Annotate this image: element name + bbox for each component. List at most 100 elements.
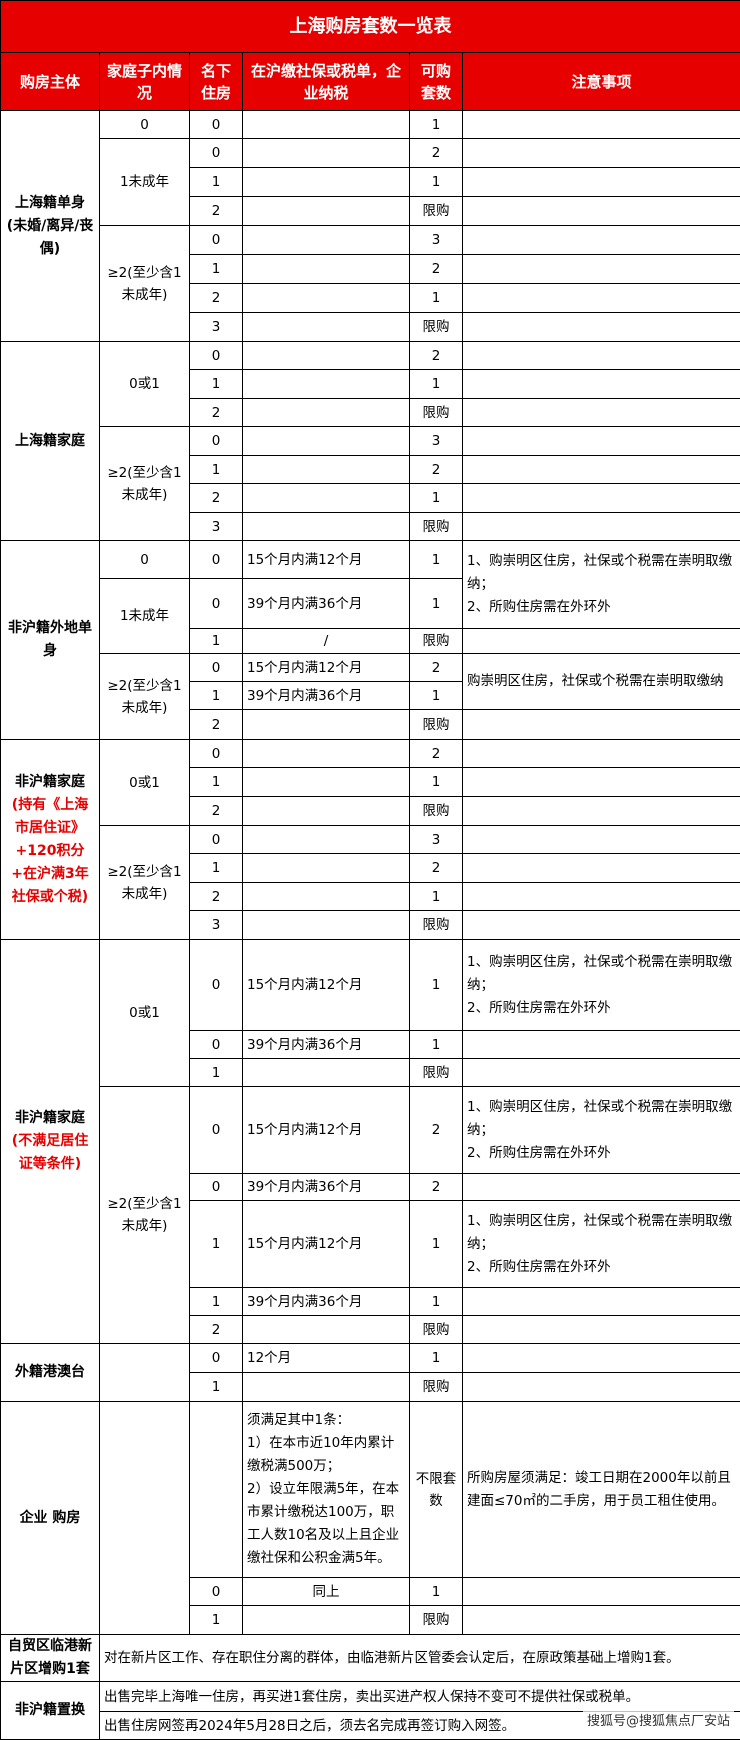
tax-cell (242, 254, 410, 284)
note-cell (462, 283, 740, 313)
quota-cell: 1 (409, 882, 463, 911)
note-cell (462, 369, 740, 399)
note-cell (462, 739, 740, 768)
kids-cell (99, 1343, 190, 1402)
note-cell (462, 1315, 740, 1344)
note-cell (462, 1577, 740, 1606)
note-cell (462, 138, 740, 168)
tax-cell: 39个月内满36个月 (242, 578, 410, 629)
owned-cell: 0 (189, 426, 243, 456)
tax-cell: 39个月内满36个月 (242, 1287, 410, 1316)
quota-cell: 限购 (409, 628, 463, 654)
quota-cell: 限购 (409, 1315, 463, 1344)
owned-cell: 2 (189, 882, 243, 911)
quota-cell: 2 (409, 455, 463, 484)
owned-cell: 3 (189, 910, 243, 940)
quota-cell: 限购 (409, 196, 463, 226)
kids-cell: 0或1 (99, 939, 190, 1087)
tax-cell (242, 312, 410, 342)
tax-cell: 须满足其中1条： 1）在本市近10年内累计缴税满500万； 2）设立年限满5年，… (242, 1401, 410, 1578)
quota-cell: 限购 (409, 910, 463, 940)
tax-cell (242, 853, 410, 883)
tax-cell (242, 369, 410, 399)
tax-cell (242, 426, 410, 456)
owned-cell: 2 (189, 483, 243, 513)
tax-cell: 12个月 (242, 1343, 410, 1373)
quota-cell: 1 (409, 483, 463, 513)
header-children: 家庭子内情况 (99, 52, 190, 111)
owned-cell: 1 (189, 681, 243, 710)
tax-cell: 15个月内满12个月 (242, 939, 410, 1031)
owned-cell: 0 (189, 578, 243, 629)
tax-cell (242, 739, 410, 768)
tax-cell: 15个月内满12个月 (242, 1086, 410, 1174)
owned-cell: 1 (189, 853, 243, 883)
owned-cell: 1 (189, 1605, 243, 1635)
tax-cell: 39个月内满36个月 (242, 1173, 410, 1201)
quota-cell: 1 (409, 939, 463, 1031)
tax-cell: 同上 (242, 1577, 410, 1606)
quota-cell: 不限套数 (409, 1401, 463, 1578)
owned-cell: 1 (189, 455, 243, 484)
quota-cell: 1 (409, 167, 463, 197)
owned-cell: 0 (189, 1086, 243, 1174)
kids-cell: 1未成年 (99, 578, 190, 654)
owned-cell: 0 (189, 1030, 243, 1059)
quota-cell: 2 (409, 853, 463, 883)
header-subject: 购房主体 (0, 52, 100, 111)
owned-cell: 0 (189, 653, 243, 682)
note-cell (462, 483, 740, 513)
owned-cell: 0 (189, 540, 243, 579)
quota-cell: 限购 (409, 312, 463, 342)
quota-cell: 1 (409, 767, 463, 797)
note-cell (462, 512, 740, 541)
quota-cell: 2 (409, 1086, 463, 1174)
tax-cell (242, 167, 410, 197)
note-cell (462, 767, 740, 797)
quota-cell: 1 (409, 540, 463, 579)
tax-cell (242, 825, 410, 854)
subject-shanghai-family: 上海籍家庭 (0, 341, 100, 541)
note-cell (462, 882, 740, 911)
subject-condition: (不满足居住证等条件) (11, 1133, 89, 1172)
note-cell (462, 1287, 740, 1316)
note-cell (462, 853, 740, 883)
quota-cell: 1 (409, 1577, 463, 1606)
note-cell: 1、购崇明区住房，社保或个税需在崇明取缴纳； 2、所购住房需在外环外 (462, 540, 740, 629)
owned-cell: 0 (189, 1343, 243, 1373)
kids-cell: 0 (99, 110, 190, 139)
owned-cell: 2 (189, 283, 243, 313)
owned-cell: 1 (189, 1200, 243, 1288)
kids-cell: ≥2(至少含1未成年) (99, 225, 190, 342)
tax-cell (242, 709, 410, 740)
lingang-note: 对在新片区工作、存在职住分离的群体，由临港新片区管委会认定后，在原政策基础上增购… (99, 1634, 740, 1682)
owned-cell: 0 (189, 110, 243, 139)
owned-cell: 2 (189, 796, 243, 826)
note-cell (462, 167, 740, 197)
note-cell (462, 1343, 740, 1373)
tax-cell (242, 483, 410, 513)
subject-foreign: 外籍港澳台 (0, 1343, 100, 1402)
subject-shanghai-single: 上海籍单身(未婚/离异/丧偶) (0, 110, 100, 342)
quota-cell: 2 (409, 739, 463, 768)
kids-cell: ≥2(至少含1未成年) (99, 653, 190, 740)
tax-cell (242, 767, 410, 797)
tax-cell (242, 225, 410, 255)
subject-name: 非沪籍家庭 (15, 773, 85, 790)
owned-cell: 0 (189, 825, 243, 854)
note-cell (462, 455, 740, 484)
kids-cell: ≥2(至少含1未成年) (99, 1086, 190, 1344)
quota-cell: 1 (409, 1200, 463, 1288)
note-cell (462, 1605, 740, 1635)
note-cell (462, 1030, 740, 1059)
quota-cell: 限购 (409, 1372, 463, 1402)
quota-cell: 限购 (409, 1605, 463, 1635)
owned-cell: 0 (189, 1577, 243, 1606)
kids-cell: ≥2(至少含1未成年) (99, 426, 190, 541)
owned-cell: 1 (189, 167, 243, 197)
subject-name: 非沪籍家庭 (15, 1110, 85, 1126)
owned-cell: 3 (189, 512, 243, 541)
quota-cell: 1 (409, 1287, 463, 1316)
subject-enterprise: 企业 购房 (0, 1401, 100, 1635)
